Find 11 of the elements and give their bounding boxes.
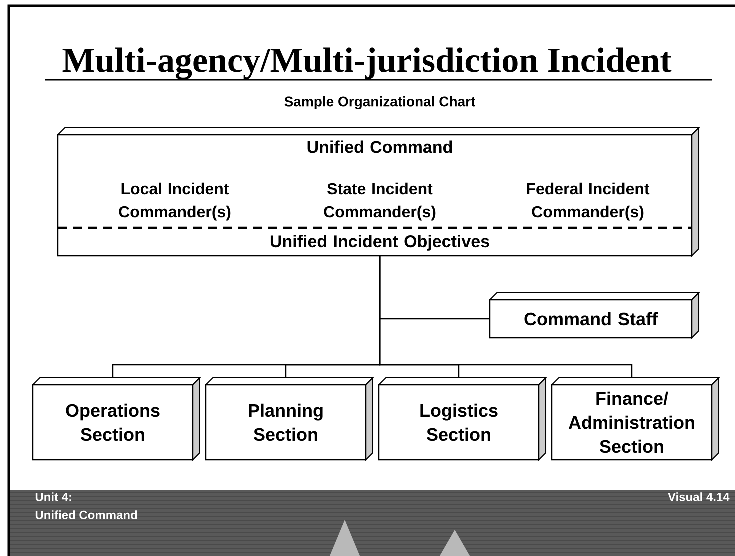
footer-text: Unit 4: [36, 492, 72, 502]
commander-text: Federal Incident Commander(s) [527, 182, 650, 221]
subtitle: Sample Organizational Chart [284, 96, 476, 110]
footer-text: Visual 4.14 [668, 492, 730, 502]
slide-title: Multi-agency/Multi-jurisdiction Incident [45, 48, 712, 81]
commander-text: State Incident Commander(s) [324, 182, 436, 221]
connector-line [379, 256, 633, 378]
footer-text: Unified Command [36, 510, 138, 520]
box-heading: Unified Incident Objectives [270, 235, 490, 251]
commander-text: Local Incident Commander(s) [119, 182, 231, 221]
box-heading: Unified Command [308, 140, 452, 154]
